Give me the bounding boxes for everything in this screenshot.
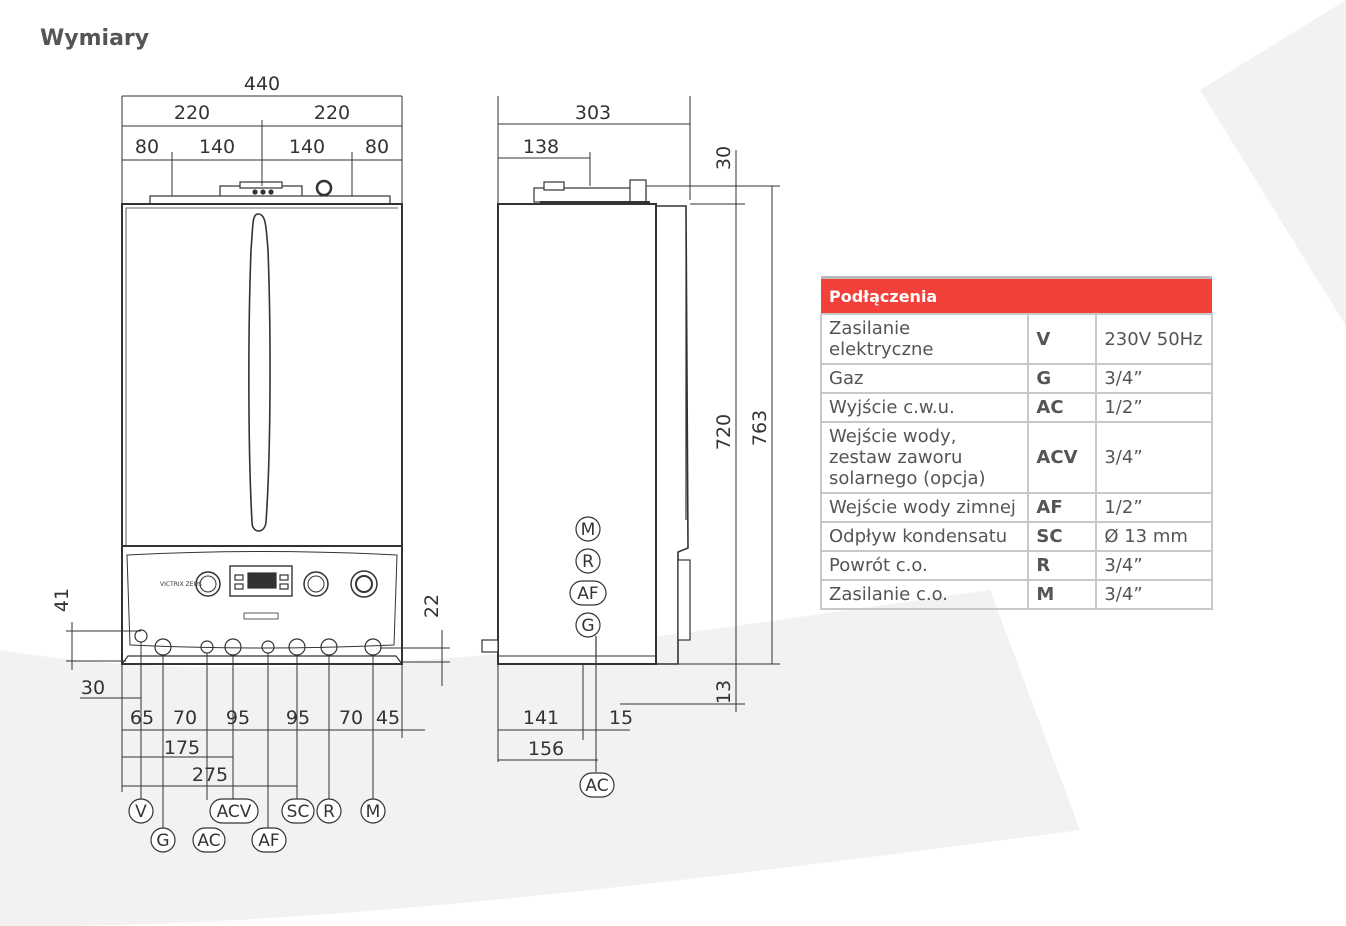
tag-R: R <box>323 802 335 822</box>
dim-70-right: 70 <box>339 707 363 729</box>
dim-175: 175 <box>164 737 200 759</box>
connection-code: AF <box>1027 492 1098 523</box>
dim-220-left: 220 <box>174 102 210 124</box>
connection-code: M <box>1027 579 1098 610</box>
dim-275: 275 <box>192 764 228 786</box>
dim-80-right: 80 <box>365 136 389 158</box>
connection-value: Ø 13 mm <box>1095 521 1213 552</box>
connection-name: Wejście wody, zestaw zaworu solarnego (o… <box>819 421 1030 494</box>
dim-440: 440 <box>244 73 280 95</box>
table-row: Wejście wody zimnej AF 1/2” <box>819 492 1213 523</box>
tag-V: V <box>135 802 147 822</box>
dim-95-right: 95 <box>286 707 310 729</box>
side-tag-R: R <box>582 552 594 572</box>
connection-name: Gaz <box>819 363 1030 394</box>
connection-code: R <box>1027 550 1098 581</box>
connection-value: 3/4” <box>1095 579 1213 610</box>
dim-156: 156 <box>528 738 564 760</box>
dim-41: 41 <box>51 588 73 612</box>
connection-name: Zasilanie c.o. <box>819 579 1030 610</box>
connections-table: Podłączenia Zasilanie elektryczne V 230V… <box>819 276 1213 610</box>
dim-95-left: 95 <box>226 707 250 729</box>
table-row: Wejście wody, zestaw zaworu solarnego (o… <box>819 421 1213 494</box>
front-top-dimensions <box>121 95 403 204</box>
tag-AF: AF <box>258 831 279 851</box>
connection-name: Powrót c.o. <box>819 550 1030 581</box>
dim-220-right: 220 <box>314 102 350 124</box>
connection-value: 3/4” <box>1095 421 1213 494</box>
connection-name: Zasilanie elektryczne <box>819 313 1030 365</box>
dim-80-left: 80 <box>135 136 159 158</box>
front-side-dimensions <box>66 622 450 699</box>
connection-name: Wejście wody zimnej <box>819 492 1030 523</box>
table-row: Zasilanie c.o. M 3/4” <box>819 579 1213 610</box>
table-row: Wyjście c.w.u. AC 1/2” <box>819 392 1213 423</box>
connection-code: G <box>1027 363 1098 394</box>
connection-name: Odpływ kondensatu <box>819 521 1030 552</box>
front-bottom-dimensions <box>121 642 425 828</box>
side-tag-AF: AF <box>577 584 598 604</box>
dim-303: 303 <box>575 102 611 124</box>
dim-65: 65 <box>130 707 154 729</box>
dim-22: 22 <box>421 594 443 618</box>
side-tag-AC: AC <box>585 776 608 796</box>
tag-ACV: ACV <box>217 802 252 822</box>
dim-720: 720 <box>713 414 735 450</box>
dim-141: 141 <box>523 707 559 729</box>
dim-138: 138 <box>523 136 559 158</box>
svg-text:VICTRIX ZEUS: VICTRIX ZEUS <box>160 581 202 588</box>
connection-code: ACV <box>1027 421 1098 494</box>
connection-value: 3/4” <box>1095 363 1213 394</box>
tag-G: G <box>156 831 169 851</box>
dim-45: 45 <box>376 707 400 729</box>
connection-code: V <box>1027 313 1098 365</box>
dim-30-side: 30 <box>713 146 735 170</box>
connections-table-header: Podłączenia <box>821 276 1212 314</box>
connection-value: 230V 50Hz <box>1095 313 1213 365</box>
side-tag-G: G <box>581 616 594 636</box>
dim-140-left: 140 <box>199 136 235 158</box>
dim-140-right: 140 <box>289 136 325 158</box>
table-row: Powrót c.o. R 3/4” <box>819 550 1213 581</box>
connection-value: 1/2” <box>1095 392 1213 423</box>
connection-tags: V G AC ACV AF SC R M M R AF G AC <box>128 516 615 853</box>
dimension-labels: 440 220 220 80 140 140 80 41 30 22 65 70… <box>51 73 771 786</box>
dim-13: 13 <box>713 680 735 704</box>
front-view: VICTRIX ZEUS <box>121 179 403 665</box>
dim-70-left: 70 <box>173 707 197 729</box>
connection-value: 3/4” <box>1095 550 1213 581</box>
table-row: Odpływ kondensatu SC Ø 13 mm <box>819 521 1213 552</box>
tag-M: M <box>366 802 381 822</box>
side-tag-M: M <box>581 520 596 540</box>
page-title: Wymiary <box>40 26 150 51</box>
dim-15: 15 <box>609 707 633 729</box>
side-dimensions <box>497 96 780 772</box>
connection-code: SC <box>1027 521 1098 552</box>
tag-AC: AC <box>197 831 220 851</box>
connection-code: AC <box>1027 392 1098 423</box>
tag-SC: SC <box>287 802 310 822</box>
table-row: Gaz G 3/4” <box>819 363 1213 394</box>
connection-name: Wyjście c.w.u. <box>819 392 1030 423</box>
dim-30-left: 30 <box>81 677 105 699</box>
connection-value: 1/2” <box>1095 492 1213 523</box>
table-row: Zasilanie elektryczne V 230V 50Hz <box>819 313 1213 365</box>
dim-763: 763 <box>749 410 771 446</box>
